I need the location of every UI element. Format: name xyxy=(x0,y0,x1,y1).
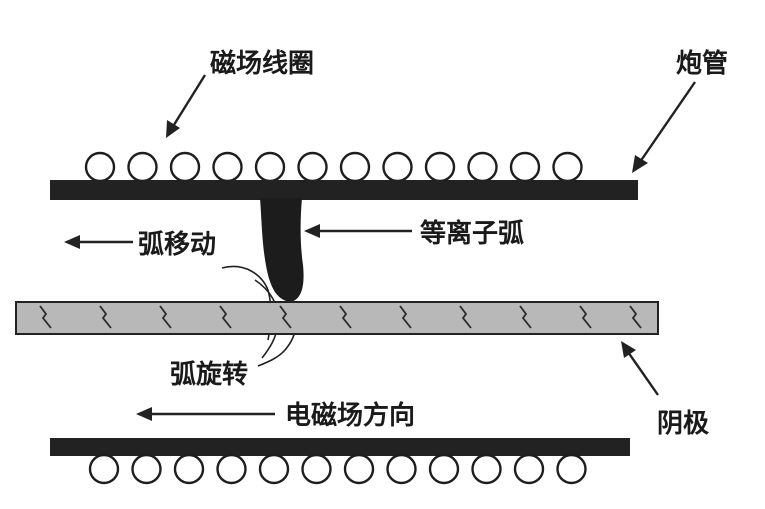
cathode-crack-5 xyxy=(279,305,292,329)
top-coil-2 xyxy=(127,151,158,183)
label-plasma-arc: 等离子弧 xyxy=(420,218,524,249)
cathode-crack-1 xyxy=(39,305,52,329)
top-coil-10 xyxy=(467,151,498,183)
top-coil-row xyxy=(84,151,583,183)
label-em-field-direction: 电磁场方向 xyxy=(285,400,415,431)
bottom-coil-6 xyxy=(301,453,332,485)
cathode-crack-4 xyxy=(219,305,232,329)
cathode-crack-6 xyxy=(339,305,352,329)
label-arc-rotation: 弧旋转 xyxy=(170,360,248,390)
em-field-arrowhead xyxy=(136,407,152,421)
label-gun-tube: 炮管 xyxy=(676,48,728,79)
bottom-coil-3 xyxy=(173,453,205,485)
cathode-crack-7 xyxy=(399,305,412,329)
top-coil-3 xyxy=(169,151,201,183)
top-coil-4 xyxy=(212,151,243,183)
coil-pointer-arrow xyxy=(170,74,207,129)
cathode-cracks xyxy=(39,305,642,329)
bottom-tube-wall xyxy=(50,438,630,456)
top-coil-8 xyxy=(382,151,413,183)
bottom-coil-11 xyxy=(513,453,545,485)
bottom-coil-12 xyxy=(556,453,587,485)
cathode-crack-11 xyxy=(629,305,642,329)
top-coil-7 xyxy=(339,151,371,183)
label-cathode: 阴极 xyxy=(657,409,710,439)
cathode-crack-8 xyxy=(459,305,472,329)
tube-pointer-arrow xyxy=(639,81,696,163)
bottom-coil-9 xyxy=(428,453,460,485)
cathode-crack-10 xyxy=(579,305,592,329)
cathode-crack-2 xyxy=(99,305,112,329)
top-coil-12 xyxy=(552,151,583,183)
bottom-coil-10 xyxy=(471,453,502,485)
arc-movement-arrowhead xyxy=(64,235,80,249)
cathode-crack-3 xyxy=(159,305,172,329)
cathode-bar xyxy=(15,301,659,335)
coil-pointer-arrowhead xyxy=(166,120,180,138)
bottom-coil-row xyxy=(88,453,587,485)
top-coil-11 xyxy=(509,151,541,183)
bottom-coil-1 xyxy=(88,453,120,485)
arc-pointer-arrowhead xyxy=(304,224,320,238)
bottom-coil-5 xyxy=(258,453,290,485)
top-coil-6 xyxy=(297,151,328,183)
label-magnetic-coil: 磁场线圈 xyxy=(210,48,314,79)
cathode-pointer-arrow xyxy=(627,351,659,396)
top-coil-9 xyxy=(424,151,456,183)
bottom-coil-4 xyxy=(216,453,247,485)
cathode-pointer-arrowhead xyxy=(621,341,636,358)
bottom-coil-7 xyxy=(343,453,375,485)
top-coil-1 xyxy=(84,151,116,183)
bottom-coil-8 xyxy=(386,453,417,485)
cathode-crack-9 xyxy=(519,305,532,329)
tube-pointer-arrowhead xyxy=(632,155,648,173)
plasma-arc-column xyxy=(260,198,304,302)
label-arc-movement: 弧移动 xyxy=(138,230,216,260)
bottom-coil-2 xyxy=(131,453,162,485)
top-coil-5 xyxy=(254,151,286,183)
top-tube-wall xyxy=(50,180,638,200)
